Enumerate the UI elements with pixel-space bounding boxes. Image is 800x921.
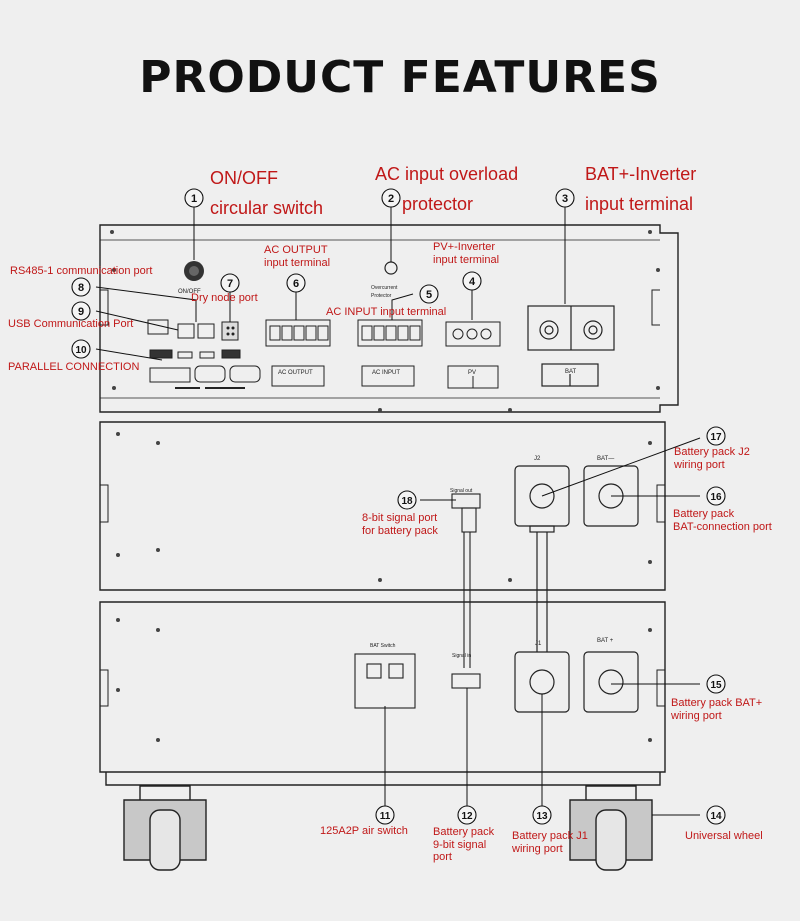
label-3: BAT+-Inverter input terminal xyxy=(585,164,697,214)
num-16: 16 xyxy=(710,492,722,503)
onoff-switch: ON/OFF xyxy=(178,261,204,295)
ac-output-terminal xyxy=(265,319,331,387)
num-14: 14 xyxy=(710,811,722,822)
num-17: 17 xyxy=(710,432,722,443)
bat-plate-text: BAT xyxy=(565,369,577,375)
signal-ports xyxy=(451,493,481,689)
bat-plus-connector xyxy=(583,651,639,713)
label-2: AC input overload protector xyxy=(375,164,519,214)
label-10: PARALLEL CONNECTION xyxy=(8,361,140,373)
num-13: 13 xyxy=(536,811,548,822)
j1-text: J1 xyxy=(535,641,542,647)
num-12: 12 xyxy=(461,811,473,822)
label-17: Battery pack J2 wiring port xyxy=(674,446,750,471)
label-5: AC INPUT input terminal xyxy=(326,306,447,318)
num-4: 4 xyxy=(469,276,476,288)
num-1: 1 xyxy=(191,193,197,205)
num-10: 10 xyxy=(75,345,87,356)
wheel-right xyxy=(569,785,653,871)
svg-text:Protector: Protector xyxy=(371,293,392,299)
label-15: Battery pack BAT+ wiring port xyxy=(671,697,763,722)
battery-module-lower xyxy=(99,601,666,773)
signal-out-text: Signal out xyxy=(450,488,473,494)
pv-plate-text: PV xyxy=(468,370,476,376)
wheel-left xyxy=(123,785,207,871)
bat-switch xyxy=(354,653,416,709)
inverter-panel xyxy=(99,224,679,413)
label-6: AC OUTPUT input terminal xyxy=(264,244,331,269)
onoff-text: ON/OFF xyxy=(178,289,201,295)
signal-in-text: Signal in xyxy=(452,653,471,659)
label-11: 125A2P air switch xyxy=(320,825,408,837)
overload-protector: Overcurrent Protector xyxy=(371,261,398,299)
j2-connector xyxy=(514,465,570,533)
num-2: 2 xyxy=(388,193,394,205)
comm-ports xyxy=(147,319,261,389)
bat-switch-text: BAT Switch xyxy=(370,643,396,649)
num-6: 6 xyxy=(293,278,299,290)
label-4: PV+-Inverter input terminal xyxy=(433,241,500,266)
battery-module-upper xyxy=(99,421,666,591)
num-7: 7 xyxy=(227,278,233,290)
label-12: Battery pack 9-bit signal port xyxy=(433,826,495,864)
label-7: Dry node port xyxy=(191,292,258,304)
ac-input-terminal xyxy=(357,319,423,387)
num-3: 3 xyxy=(562,193,568,205)
ac-input-plate-text: AC INPUT xyxy=(372,370,400,376)
svg-text:Overcurrent: Overcurrent xyxy=(371,285,398,291)
num-5: 5 xyxy=(426,289,432,301)
num-9: 9 xyxy=(78,306,84,318)
num-15: 15 xyxy=(710,680,722,691)
pv-terminal xyxy=(445,321,501,389)
bat-plus-text: BAT + xyxy=(597,638,614,644)
label-16: Battery pack BAT-connection port xyxy=(673,508,772,533)
label-14: Universal wheel xyxy=(685,830,763,842)
num-11: 11 xyxy=(380,811,391,822)
ac-output-plate-text: AC OUTPUT xyxy=(278,370,313,376)
bat-terminal xyxy=(527,305,615,387)
bat-minus-text: BAT— xyxy=(597,456,614,462)
num-8: 8 xyxy=(78,282,84,294)
page-title: PRODUCT FEATURES xyxy=(139,52,661,103)
j2-text: J2 xyxy=(534,456,541,462)
label-13: Battery pack J1 wiring port xyxy=(512,830,588,855)
label-9: USB Communication Port xyxy=(8,318,134,330)
label-8: RS485-1 communication port xyxy=(10,265,153,277)
num-18: 18 xyxy=(401,496,413,507)
label-1: ON/OFF circular switch xyxy=(210,168,324,218)
label-18: 8-bit signal port for battery pack xyxy=(362,512,438,537)
